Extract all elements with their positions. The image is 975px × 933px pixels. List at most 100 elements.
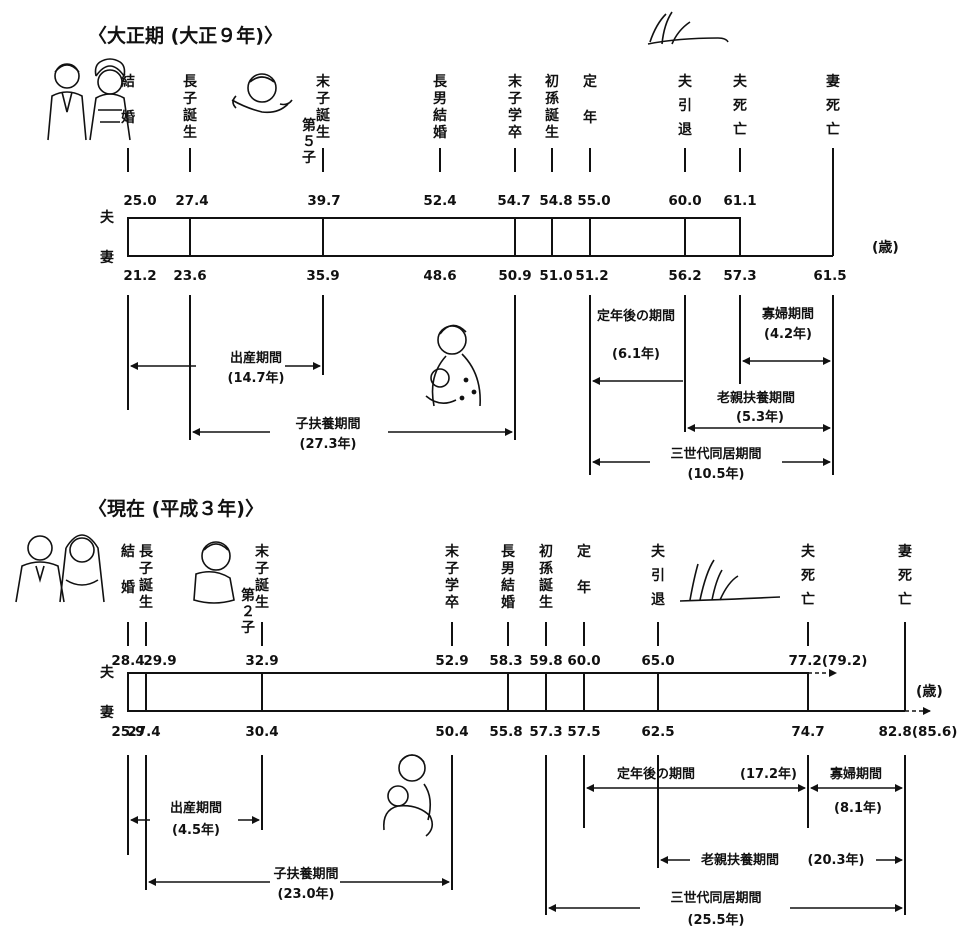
heisei-event-label-char: 誕 (139, 577, 153, 594)
mother-child-illustration (426, 325, 480, 406)
heisei-post-retirement-label: 定年後の期間 (616, 766, 695, 782)
heisei-husband-age: 52.9 (435, 653, 468, 669)
taisho-wife-age: 21.2 (123, 268, 156, 284)
taisho-event-label-char: 長 (183, 74, 198, 90)
heisei-husband-age: 77.2(79.2) (789, 653, 868, 669)
taisho-widow-period-label: 寡婦期間 (761, 306, 814, 322)
heisei-event-wife_death: 妻死亡 (897, 543, 912, 646)
taisho-event-label-char: 婚 (433, 124, 447, 141)
taisho-timeline-bar (128, 218, 740, 256)
taisho-event-label-char: 初 (545, 73, 559, 90)
heisei-event-label-char: 生 (139, 594, 153, 611)
taisho-husband-age: 39.7 (307, 193, 340, 209)
heisei-event-label-char: 婚 (121, 579, 135, 596)
taisho-wife-age: 61.5 (813, 268, 846, 284)
wedding-couple-illustration-modern (16, 535, 104, 602)
grass-illustration (648, 12, 728, 44)
heisei-birth-period-value: (4.5年) (172, 822, 220, 838)
taisho-event-label-char: 結 (433, 107, 447, 124)
taisho-event-label-char: 孫 (545, 90, 559, 107)
heisei-heading: 〈現在 (平成３年)〉 (88, 497, 264, 520)
heisei-wife-label: 妻 (100, 704, 114, 721)
taisho-heading: 〈大正期 (大正９年)〉 (88, 24, 283, 47)
heisei-widow-period-value: (8.1年) (834, 800, 882, 816)
heisei-wife-age: 27.4 (127, 724, 160, 740)
heisei-unit-label: (歳) (916, 683, 943, 700)
taisho-post-retirement-value: (6.1年) (612, 346, 660, 362)
heisei-event-label-char: 子 (255, 561, 269, 577)
heisei-event-label-char: 子 (445, 561, 459, 577)
taisho-wife-age: 51.0 (539, 268, 572, 284)
taisho-event-label-char: 死 (825, 98, 840, 114)
heisei-event-label-char: 子 (139, 561, 153, 577)
heisei-wife-age: 82.8(85.6) (879, 724, 958, 740)
heisei-wife-age: 50.4 (435, 724, 468, 740)
heisei-child-support-value: (23.0年) (278, 886, 335, 902)
taisho-birth-period-label: 出産期間 (230, 350, 282, 366)
taisho-event-label-char: 生 (545, 124, 559, 141)
heisei-wife-age: 30.4 (245, 724, 278, 740)
heisei-event-label-char: 生 (539, 594, 553, 611)
heisei-event-label-char: 初 (539, 543, 553, 560)
taisho-post-retirement-label: 定年後の期間 (596, 308, 675, 324)
taisho-event-label-char: 学 (508, 107, 522, 124)
taisho-three-gen-value: (10.5年) (688, 466, 745, 482)
taisho-husband-age: 55.0 (577, 193, 610, 209)
taisho-event-label-char: 年 (583, 109, 597, 126)
heisei-husband-age: 59.8 (529, 653, 562, 669)
taisho-event-label-char: 夫 (678, 73, 693, 90)
heisei-child-support-label: 子扶養期間 (273, 866, 338, 882)
heisei-event-label-char: 妻 (898, 543, 912, 560)
taisho-event-label-char: 妻 (826, 73, 840, 90)
heisei-event-label-char: 末 (445, 543, 460, 560)
heisei-event-sublabel-char: ２ (241, 604, 255, 620)
taisho-event-label-char: 子 (183, 91, 197, 107)
taisho-husband-age: 61.1 (723, 193, 756, 209)
taisho-child-support-value: (27.3年) (300, 436, 357, 452)
heisei-husband-age: 29.9 (143, 653, 176, 669)
taisho-event-husband_retire: 夫引退 (678, 73, 693, 172)
taisho-parent-care-value: (5.3年) (736, 409, 784, 425)
heisei-event-marriage: 結婚 (121, 543, 135, 646)
heisei-event-sublabel-char: 第 (241, 587, 255, 604)
heisei-event-label-char: 結 (501, 577, 515, 594)
taisho-event-label-char: 末 (316, 73, 331, 90)
taisho-husband-age: 25.0 (123, 193, 156, 209)
taisho-event-label-char: 生 (183, 124, 197, 141)
heisei-event-husband_death: 夫死亡 (800, 543, 816, 646)
heisei-husband-age: 65.0 (641, 653, 674, 669)
mother-child-illustration-modern (384, 755, 432, 836)
heisei-event-label-char: 年 (577, 579, 591, 596)
heisei-event-label-char: 引 (651, 568, 665, 584)
heisei-event-label-char: 卒 (445, 594, 459, 611)
baby-illustration (232, 74, 292, 112)
taisho-event-label-char: 誕 (183, 107, 197, 124)
taisho-wife-age: 57.3 (723, 268, 756, 284)
taisho-event-label-char: 子 (508, 91, 522, 107)
taisho-wife-age: 23.6 (173, 268, 206, 284)
taisho-husband-age: 60.0 (668, 193, 701, 209)
heisei-birth-period-label: 出産期間 (170, 800, 222, 816)
heisei-event-label-char: 生 (255, 594, 269, 611)
taisho-event-label-char: 子 (316, 91, 330, 107)
heisei-wife-age: 57.3 (529, 724, 562, 740)
heisei-husband-age: 28.4 (111, 653, 144, 669)
taisho-wife-label: 妻 (100, 249, 114, 266)
infant-illustration (194, 542, 234, 603)
grass-illustration-modern (680, 560, 780, 601)
taisho-event-label-char: 誕 (316, 107, 330, 124)
taisho-event-label-char: 結 (121, 73, 135, 90)
heisei-husband-age: 60.0 (567, 653, 600, 669)
taisho-parent-care-label: 老親扶養期間 (716, 390, 795, 406)
taisho-wife-age: 56.2 (668, 268, 701, 284)
taisho-husband-age: 54.8 (539, 193, 572, 209)
taisho-husband-age: 52.4 (423, 193, 456, 209)
heisei-event-label-char: 婚 (501, 594, 515, 611)
taisho-event-label-char: 長 (433, 74, 448, 90)
